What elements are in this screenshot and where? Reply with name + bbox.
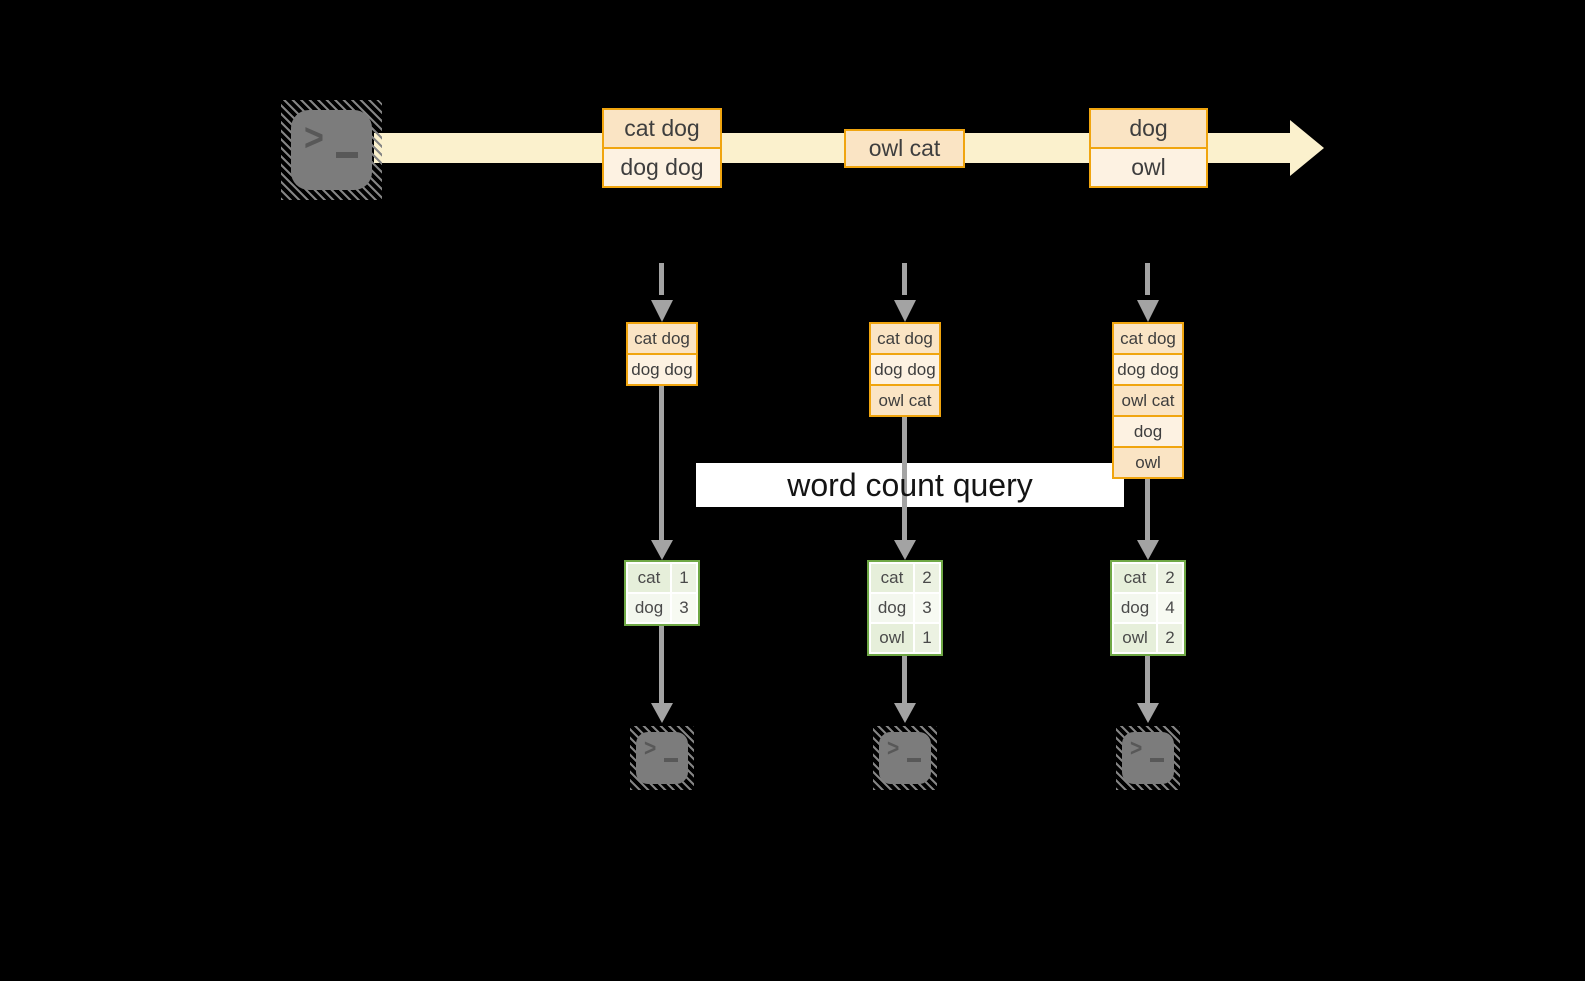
buffer-record: cat dog [1114,324,1182,353]
result-arrowhead-icon [1137,703,1159,723]
stream-record: cat dog [604,110,720,147]
query-flow-arrowhead-icon [651,540,673,560]
count-table: cat 2 dog 4 owl 2 [1110,560,1186,656]
buffer-record: dog dog [628,355,696,384]
result-arrowhead-icon [651,703,673,723]
sink-terminal-icon: > [873,726,937,790]
word-cell: owl [871,624,913,652]
query-flow-arrowhead-icon [894,540,916,560]
sink-terminal-icon: > [1116,726,1180,790]
buffer-record: cat dog [628,324,696,353]
stream-arrowhead-icon [1290,120,1324,176]
query-label-box [696,463,1124,507]
count-table: cat 2 dog 3 owl 1 [867,560,943,656]
terminal-screen: > [291,110,372,190]
word-cell: cat [1114,564,1156,592]
count-cell: 2 [1158,564,1182,592]
prompt-chevron-icon: > [644,735,657,762]
terminal-screen: > [636,732,688,784]
stream-record-box: cat dog dog dog [602,108,722,188]
ingest-arrow-dash [902,263,907,295]
count-cell: 2 [1158,624,1182,652]
count-cell: 4 [1158,594,1182,622]
count-table: cat 1 dog 3 [624,560,700,626]
prompt-cursor-icon [1150,758,1164,762]
terminal-screen: > [879,732,931,784]
word-cell: dog [871,594,913,622]
ingest-arrowhead-icon [894,300,916,322]
word-cell: cat [628,564,670,592]
ingest-arrowhead-icon [651,300,673,322]
result-arrow [659,626,664,703]
prompt-chevron-icon: > [1130,735,1143,762]
buffer-record: owl cat [1114,386,1182,415]
stream-record-box: dog owl [1089,108,1208,188]
count-cell: 3 [915,594,939,622]
ingest-arrow-dash [659,263,664,295]
prompt-chevron-icon: > [887,735,900,762]
buffer-record: dog dog [871,355,939,384]
count-cell: 1 [915,624,939,652]
buffer-stack: cat dog dog dog [626,322,698,386]
prompt-cursor-icon [907,758,921,762]
buffer-record: cat dog [871,324,939,353]
word-cell: dog [628,594,670,622]
result-arrowhead-icon [894,703,916,723]
buffer-record: owl cat [871,386,939,415]
buffer-record: dog dog [1114,355,1182,384]
query-flow-arrowhead-icon [1137,540,1159,560]
terminal-screen: > [1122,732,1174,784]
word-cell: cat [871,564,913,592]
source-terminal-icon: > [281,100,382,200]
query-flow-arrow [659,386,664,540]
sink-terminal-icon: > [630,726,694,790]
count-cell: 1 [672,564,696,592]
word-cell: owl [1114,624,1156,652]
query-label: word count query [787,466,1033,503]
query-flow-arrow [902,417,907,540]
buffer-record: dog [1114,417,1182,446]
ingest-arrowhead-icon [1137,300,1159,322]
result-arrow [1145,656,1150,703]
ingest-arrow-dash [1145,263,1150,295]
stream-record: dog dog [604,149,720,186]
buffer-stack: cat dog dog dog owl cat [869,322,941,417]
count-cell: 2 [915,564,939,592]
count-cell: 3 [672,594,696,622]
prompt-cursor-icon [664,758,678,762]
result-arrow [902,656,907,703]
prompt-cursor-icon [336,152,358,158]
buffer-stack: cat dog dog dog owl cat dog owl [1112,322,1184,479]
word-cell: dog [1114,594,1156,622]
stream-record-box: owl cat [844,129,965,168]
prompt-chevron-icon: > [304,116,324,160]
query-flow-arrow [1145,479,1150,540]
stream-record: owl [1091,149,1206,186]
stream-record: owl cat [846,131,963,166]
stream-record: dog [1091,110,1206,147]
buffer-record: owl [1114,448,1182,477]
